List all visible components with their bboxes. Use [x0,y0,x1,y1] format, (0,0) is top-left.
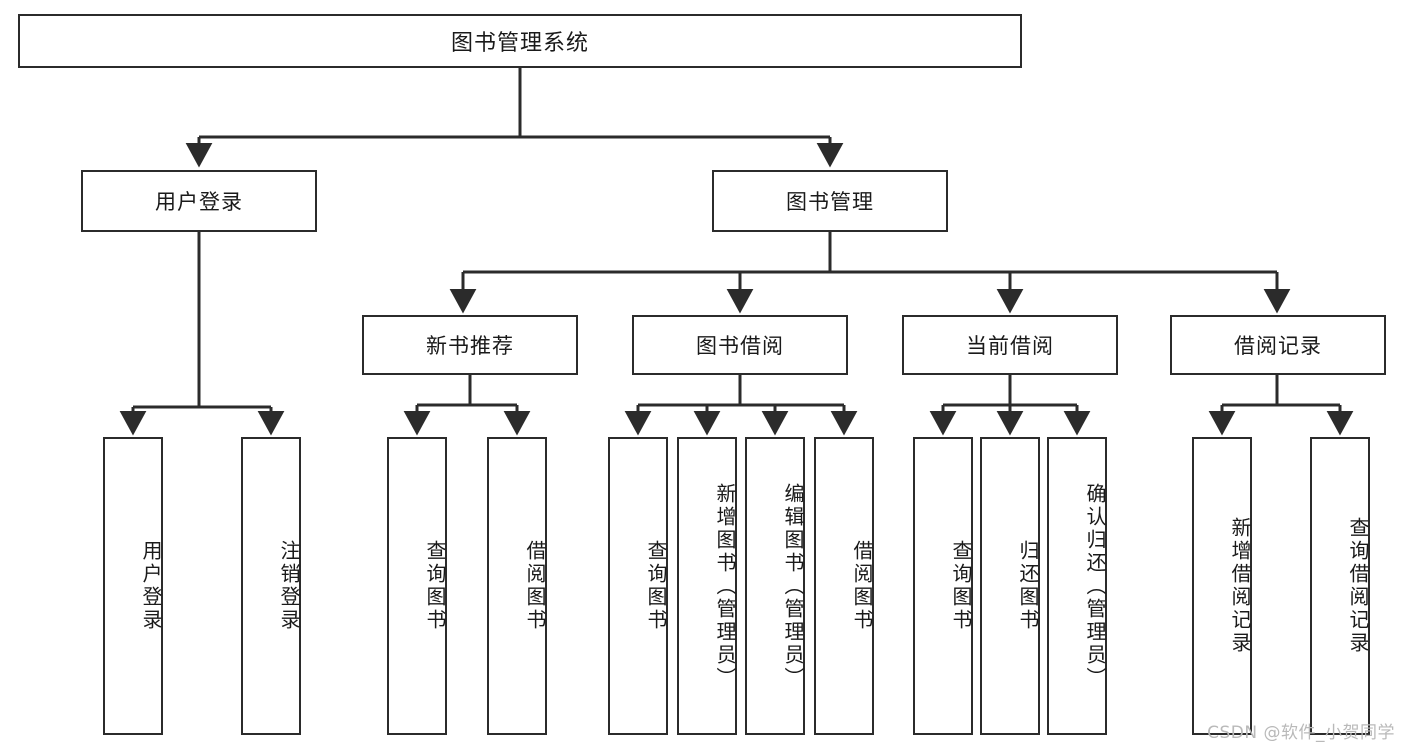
leaf-add-book-admin[interactable]: 新增图书（管理员） [677,437,737,735]
node-label: 查询图书 [644,540,668,632]
leaf-logout-login[interactable]: 注销登录 [241,437,301,735]
leaf-user-login[interactable]: 用户登录 [103,437,163,735]
leaf-borrow-book[interactable]: 借阅图书 [814,437,874,735]
leaf-query-book-current[interactable]: 查询图书 [913,437,973,735]
leaf-borrow-book-recommend[interactable]: 借阅图书 [487,437,547,735]
leaf-edit-book-admin[interactable]: 编辑图书（管理员） [745,437,805,735]
node-label: 新增借阅记录 [1228,517,1252,655]
leaf-query-borrow-record[interactable]: 查询借阅记录 [1310,437,1370,735]
leaf-return-book[interactable]: 归还图书 [980,437,1040,735]
node-label: 图书借阅 [696,334,784,358]
node-label: 新增图书（管理员） [713,482,737,690]
node-user-login[interactable]: 用户登录 [81,170,317,232]
node-label: 注销登录 [277,540,301,632]
node-new-book-recommend[interactable]: 新书推荐 [362,315,578,375]
node-label: 借阅图书 [523,540,547,632]
node-label: 图书管理 [786,190,874,214]
node-book-management[interactable]: 图书管理 [712,170,948,232]
node-label: 当前借阅 [966,334,1054,358]
node-label: 新书推荐 [426,334,514,358]
node-label: 用户登录 [139,540,163,632]
node-label: 查询图书 [423,540,447,632]
node-label: 编辑图书（管理员） [781,482,805,690]
node-label: 借阅图书 [850,540,874,632]
leaf-add-borrow-record[interactable]: 新增借阅记录 [1192,437,1252,735]
leaf-query-book-borrow[interactable]: 查询图书 [608,437,668,735]
leaf-confirm-return-admin[interactable]: 确认归还（管理员） [1047,437,1107,735]
node-label: 确认归还（管理员） [1083,482,1107,690]
leaf-query-book-recommend[interactable]: 查询图书 [387,437,447,735]
node-book-borrow[interactable]: 图书借阅 [632,315,848,375]
node-label: 借阅记录 [1234,334,1322,358]
node-label: 查询借阅记录 [1346,517,1370,655]
watermark: CSDN @软件_小贺同学 [1207,723,1395,743]
node-label: 用户登录 [155,190,243,214]
node-label: 归还图书 [1016,540,1040,632]
node-current-borrow[interactable]: 当前借阅 [902,315,1118,375]
node-root-book-management-system[interactable]: 图书管理系统 [18,14,1022,68]
node-borrow-record[interactable]: 借阅记录 [1170,315,1386,375]
node-label: 查询图书 [949,540,973,632]
node-label: 图书管理系统 [450,31,589,56]
